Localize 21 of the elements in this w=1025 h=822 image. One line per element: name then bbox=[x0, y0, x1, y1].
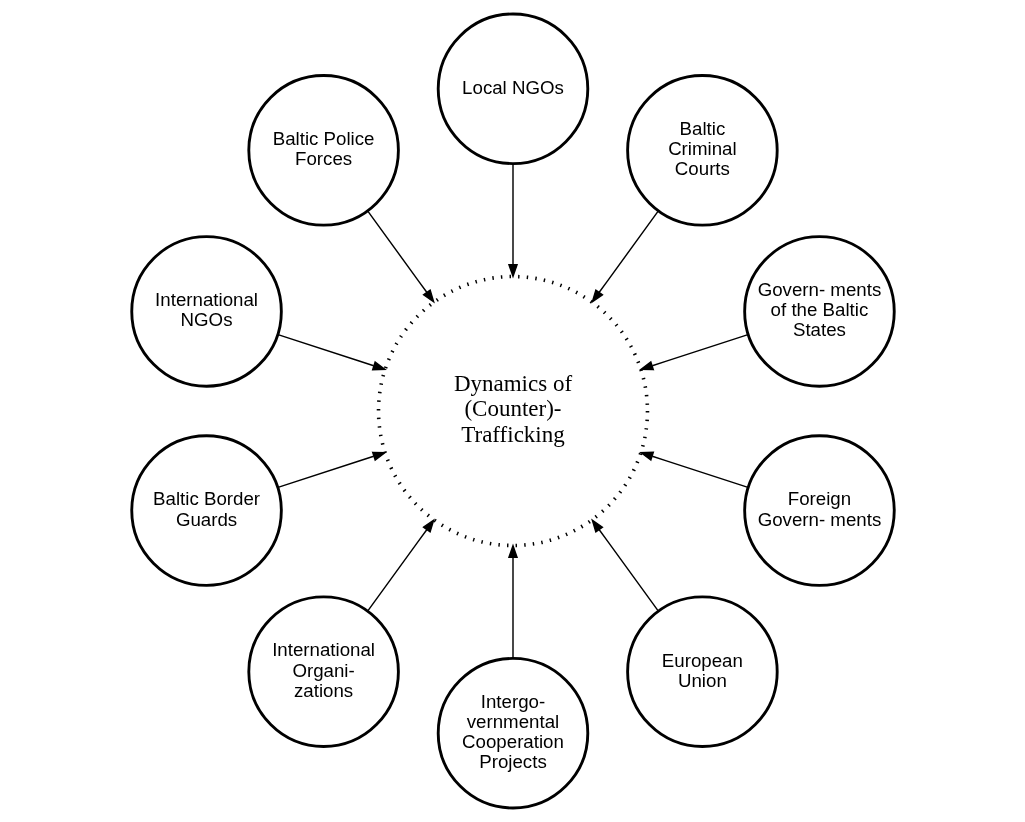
arrow bbox=[366, 518, 435, 612]
node-circle: Dynamics of (Counter)- Trafficking bbox=[376, 274, 649, 548]
arrow bbox=[276, 451, 387, 489]
node-circle: Local NGOs bbox=[436, 12, 589, 165]
arrow bbox=[590, 518, 659, 612]
arrow bbox=[507, 163, 518, 279]
arrow bbox=[638, 333, 749, 371]
node-circle: European Union bbox=[625, 595, 779, 748]
arrow bbox=[507, 543, 518, 659]
arrow bbox=[638, 451, 749, 489]
node-circle: International Organi- zations bbox=[246, 595, 400, 748]
node-circle: Foreign Govern- ments bbox=[742, 434, 896, 587]
node-circle: Intergo- vernmental Cooperation Projects bbox=[436, 656, 589, 810]
node-circle: Baltic Police Forces bbox=[246, 74, 400, 227]
arrow bbox=[590, 210, 659, 304]
node-circle: Govern- ments of the Baltic States bbox=[742, 235, 896, 388]
node-circle: Baltic Criminal Courts bbox=[625, 74, 779, 227]
arrow bbox=[276, 333, 387, 371]
node-circle: International NGOs bbox=[129, 235, 283, 388]
arrow bbox=[366, 210, 435, 304]
node-circle: Baltic Border Guards bbox=[129, 434, 283, 587]
